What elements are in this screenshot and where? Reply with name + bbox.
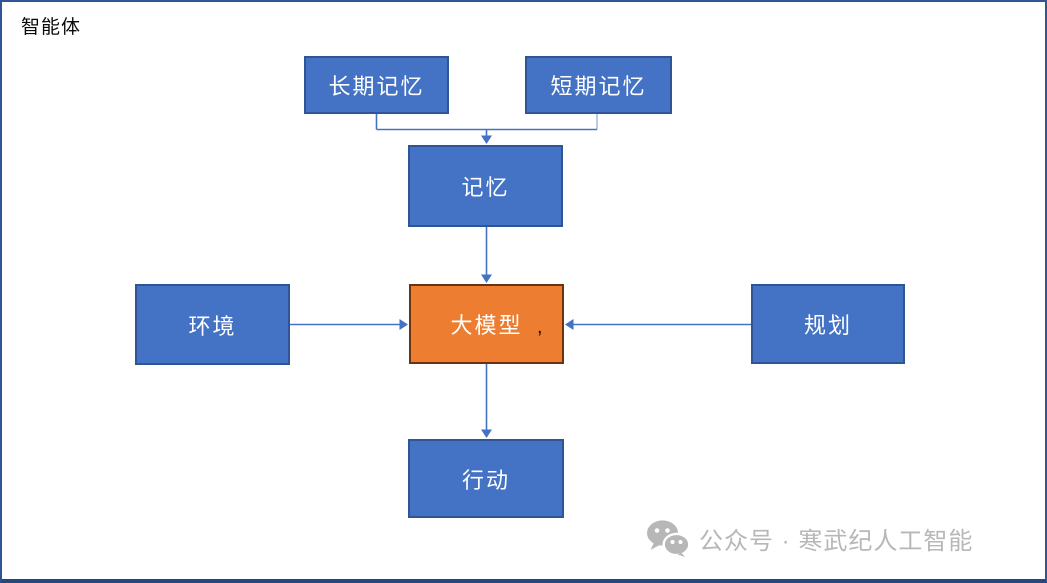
node-long-term-memory-label: 长期记忆 xyxy=(328,74,425,99)
node-action-label: 行动 xyxy=(461,467,510,493)
node-short-term-memory[interactable]: 短期记忆 xyxy=(525,56,672,114)
node-action[interactable]: 行动 xyxy=(408,439,564,518)
node-environment[interactable]: 环境 xyxy=(135,284,290,365)
node-short-term-memory-label: 短期记忆 xyxy=(550,74,647,99)
node-environment-label: 环境 xyxy=(188,313,237,339)
arrowhead-into-action xyxy=(481,429,492,438)
watermark-text: 公众号 · 寒武纪人工智能 xyxy=(699,528,974,555)
node-llm-label: 大模型 xyxy=(450,313,523,338)
arrowhead-into-llm-top xyxy=(481,274,492,283)
node-planning[interactable]: 规划 xyxy=(751,284,905,364)
arrowhead-into-llm-right xyxy=(565,319,574,330)
node-llm-stray-mark: , xyxy=(537,316,543,338)
page-title: 智能体 xyxy=(21,17,82,38)
node-long-term-memory[interactable]: 长期记忆 xyxy=(304,56,449,114)
edge-longterm-to-memory xyxy=(375,114,598,136)
node-memory-label: 记忆 xyxy=(461,175,510,200)
wechat-icon xyxy=(647,520,690,557)
node-memory[interactable]: 记忆 xyxy=(408,145,563,227)
node-planning-label: 规划 xyxy=(803,313,852,338)
watermark: 公众号 · 寒武纪人工智能 xyxy=(646,520,973,557)
node-llm[interactable]: 大模型 , xyxy=(409,284,564,364)
arrowhead-into-memory xyxy=(481,135,492,144)
arrowhead-into-llm-left xyxy=(399,319,408,330)
